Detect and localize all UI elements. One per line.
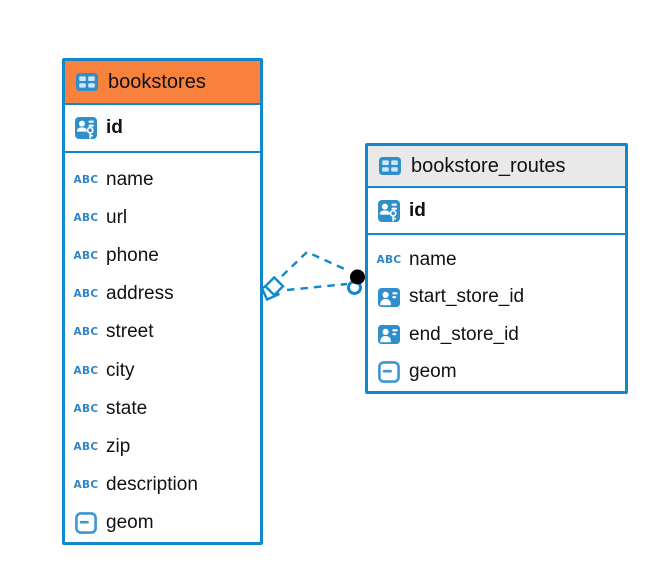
column-row[interactable]: ABC name (368, 241, 625, 279)
column-row[interactable]: ABC url (65, 199, 260, 237)
table-title: bookstores (108, 70, 206, 93)
column-name: geom (106, 511, 154, 533)
table-bookstore-routes[interactable]: bookstore_routes id ABC name start_store_i… (365, 143, 628, 394)
column-name: id (409, 199, 426, 221)
column-row[interactable]: ABC zip (65, 428, 260, 466)
abc-label: ABC (73, 478, 99, 491)
abc-label: ABC (73, 402, 99, 415)
table-title: bookstore_routes (411, 154, 566, 177)
primary-key-row[interactable]: id (368, 188, 625, 235)
column-row[interactable]: ABC street (65, 313, 260, 351)
table-icon (377, 157, 403, 175)
primary-key-row[interactable]: id (65, 105, 260, 153)
primary-key-icon (376, 199, 402, 222)
table-header[interactable]: bookstore_routes (368, 146, 625, 188)
abc-label: ABC (376, 253, 402, 266)
column-name: zip (106, 435, 131, 457)
abc-label: ABC (73, 250, 99, 263)
geometry-icon (376, 361, 402, 384)
text-icon: ABC (73, 365, 99, 377)
primary-key-icon (73, 117, 99, 139)
column-row[interactable]: ABC name (65, 161, 260, 199)
column-name: id (106, 117, 123, 138)
relation-endpoint-dot (350, 269, 365, 285)
relation-line-upper[interactable] (281, 250, 350, 277)
abc-label: ABC (73, 440, 99, 453)
column-name: name (409, 248, 457, 270)
text-icon: ABC (73, 288, 99, 300)
person-icon (376, 325, 402, 345)
column-row[interactable]: geom (65, 504, 260, 542)
abc-label: ABC (73, 174, 99, 187)
abc-label: ABC (73, 288, 99, 301)
column-name: end_store_id (409, 323, 519, 345)
text-icon: ABC (73, 250, 99, 262)
relation-line-lower[interactable] (286, 282, 348, 292)
geometry-icon (73, 511, 99, 534)
text-icon: ABC (73, 174, 99, 186)
abc-label: ABC (73, 364, 99, 377)
column-row[interactable]: ABC phone (65, 237, 260, 275)
text-icon: ABC (73, 326, 99, 338)
column-row[interactable]: start_store_id (368, 279, 625, 317)
column-name: start_store_id (409, 286, 525, 308)
text-icon: ABC (73, 212, 99, 224)
relation-many-marker-front (263, 275, 285, 297)
person-icon (376, 287, 402, 307)
abc-label: ABC (73, 326, 99, 339)
column-name: address (106, 283, 174, 305)
column-row[interactable]: ABC city (65, 351, 260, 389)
text-icon: ABC (73, 441, 99, 453)
column-name: city (106, 359, 135, 381)
column-row[interactable]: geom (368, 354, 625, 392)
column-row[interactable]: ABC state (65, 390, 260, 428)
table-icon (74, 73, 100, 91)
text-icon: ABC (376, 254, 402, 266)
column-name: name (106, 169, 154, 191)
column-name: state (106, 397, 148, 419)
column-name: geom (409, 361, 457, 383)
column-name: description (106, 473, 198, 495)
table-header[interactable]: bookstores (65, 61, 260, 105)
text-icon: ABC (73, 403, 99, 415)
column-row[interactable]: ABC address (65, 275, 260, 313)
column-name: phone (106, 245, 159, 267)
text-icon: ABC (73, 479, 99, 491)
column-name: url (106, 207, 128, 229)
column-row[interactable]: ABC description (65, 466, 260, 504)
abc-label: ABC (73, 212, 99, 225)
column-name: street (106, 321, 154, 343)
column-row[interactable]: end_store_id (368, 316, 625, 354)
